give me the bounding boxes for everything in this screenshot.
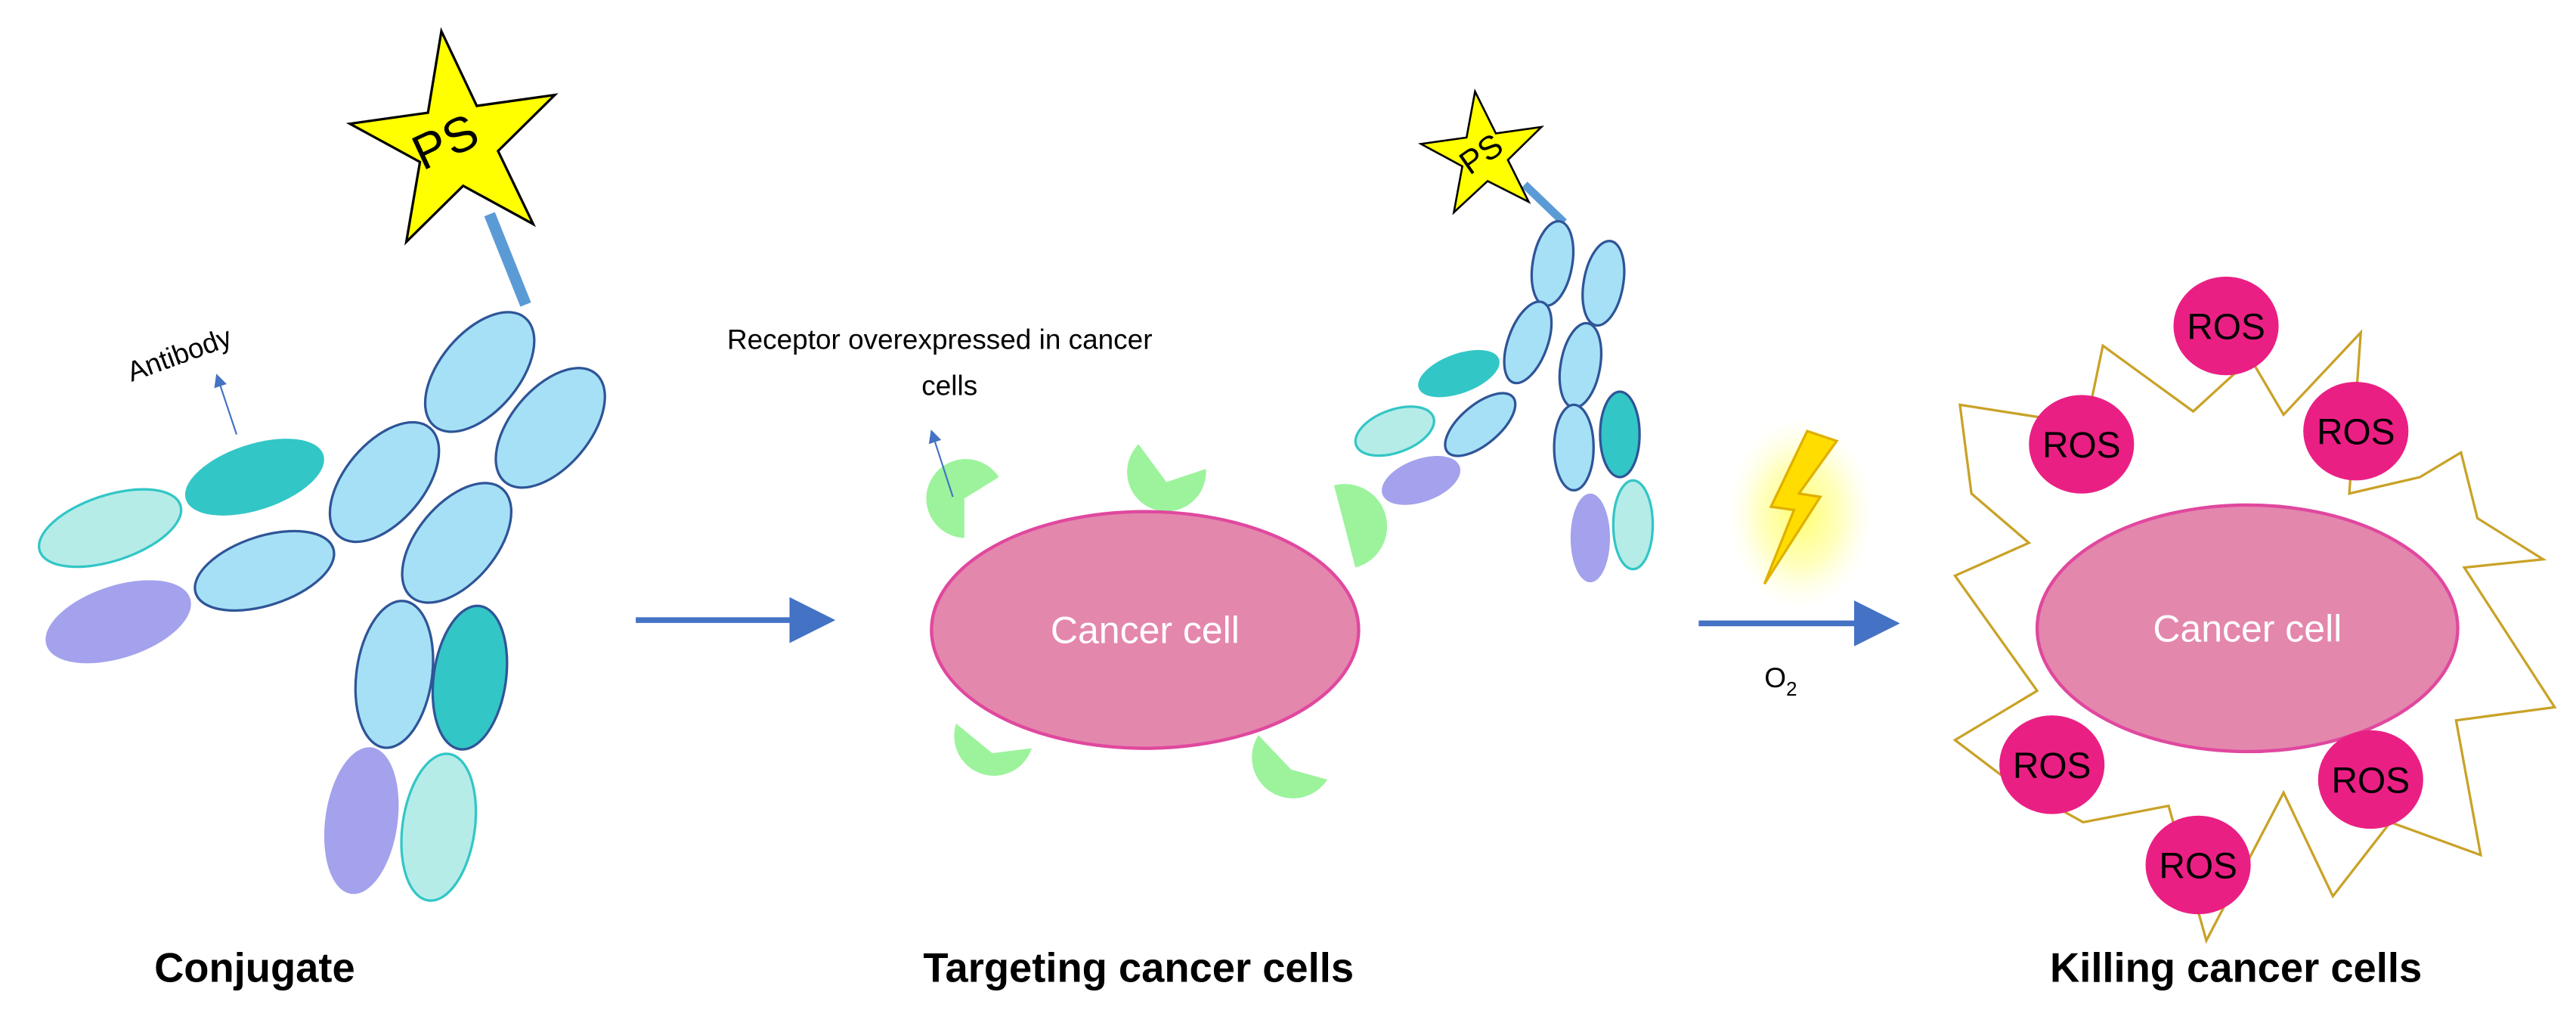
ros-molecule: ROS [2029,395,2135,494]
antibody-domain [1553,403,1595,492]
antibody-domain [400,752,478,902]
antibody-domain [194,529,336,612]
ros-label: ROS [2159,846,2237,886]
ros-molecule: ROS [2303,381,2409,481]
receptor [926,459,999,538]
ros-molecule: ROS [2317,730,2423,829]
antibody-pointer [214,374,238,435]
caption-targeting: Targeting cancer cells [923,944,1354,991]
antibody-domain [184,439,324,516]
antibody-domain [324,747,399,894]
antibody-domain [431,604,509,751]
ros-molecule: ROS [2145,815,2251,915]
bound-conjugate: PS [1354,88,1655,583]
antibody-domain [1418,349,1500,398]
antibody-domain [354,600,435,749]
linker [484,212,531,307]
antibody-domain [1558,321,1603,409]
receptor-pointer [928,429,954,498]
receptor [1127,444,1206,512]
cancer-cell-label: Cancer cell [2153,607,2342,650]
antibody-domain [38,488,183,569]
antibody-domain [1382,455,1461,505]
cancer-cell [2035,503,2460,754]
conjugate-antibody: PS Antibody [38,26,606,902]
ros-label: ROS [2187,307,2265,347]
cancer-cell-label: Cancer cell [1051,609,1240,652]
cancer-cell [930,510,1361,750]
caption-killing: Killing cancer cells [2050,944,2422,991]
ros-label: ROS [2317,413,2395,453]
ros-label: ROS [2013,746,2091,786]
ros-molecule: ROS [1999,715,2105,814]
targeting-panel: Cancer cell Receptor overexpressed in ca… [727,88,1655,798]
antibody-domain [45,580,191,664]
lightning-bolt-icon [1763,429,1839,585]
receptor [954,724,1032,776]
antibody-domain [1503,300,1553,385]
caption-conjugate: Conjugate [154,944,355,991]
receptor [1333,484,1388,568]
antibody-domain [1570,493,1610,583]
receptor-label: Receptor overexpressed in cancer [727,324,1153,355]
antibody-label: Antibody [123,321,237,388]
o2-label: O2 [1764,662,1797,700]
antibody-domain [494,367,606,489]
antibody-domain [401,482,513,604]
ros-label: ROS [2332,761,2410,801]
antibody-domain [1530,220,1575,307]
receptor-label-line2: cells [921,370,977,401]
antibody-domain [1612,479,1655,571]
o2-base: O [1764,662,1786,693]
light-activation: O2 [1698,417,1900,700]
antibody-domain [1354,405,1435,457]
ros-molecule: ROS [2173,276,2279,376]
o2-subscript: 2 [1786,677,1797,700]
antibody-domain [423,311,536,433]
ros-label: ROS [2042,426,2121,466]
antibody-domain [328,420,441,544]
antibody-domain [1581,240,1626,327]
receptor [1252,735,1328,798]
antibody-domain [1444,392,1517,457]
linker [1522,181,1567,226]
killing-panel: Cancer cell ROS ROS ROS ROS ROS ROS [1952,276,2557,944]
ps-star: PS [345,26,559,246]
burst-shape [1952,329,2557,944]
antibody-domain [1599,390,1641,479]
